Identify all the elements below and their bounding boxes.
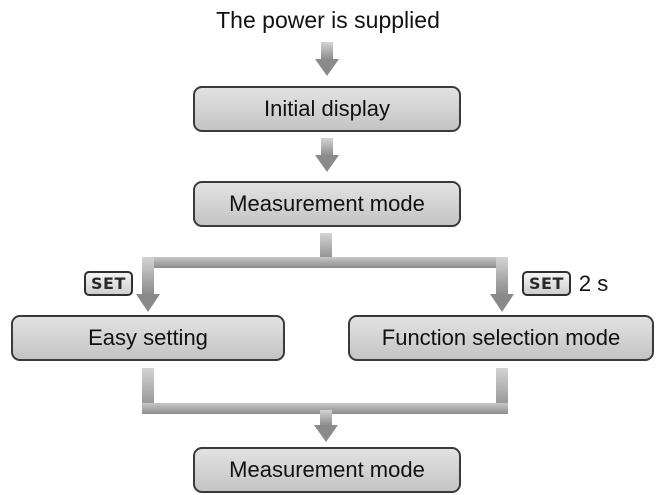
node-label: Initial display [264, 96, 390, 121]
node-label: Easy setting [88, 325, 208, 350]
node-function-selection-mode: Function selection mode [348, 315, 654, 361]
set-key-icon: SET [84, 271, 133, 296]
branch-split-connector [136, 233, 514, 312]
branch-merge-connector [142, 368, 508, 442]
set-key-icon: SET [522, 271, 571, 296]
node-easy-setting: Easy setting [11, 315, 285, 361]
node-label: Function selection mode [381, 325, 621, 350]
arrow-power-to-initial [315, 42, 339, 76]
hold-duration: 2 s [578, 271, 609, 296]
branch-right-key: SET 2 s [522, 271, 608, 296]
node-measurement-mode-bottom: Measurement mode [193, 447, 461, 493]
start-label: The power is supplied [216, 7, 440, 33]
branch-left-key: SET [84, 271, 133, 296]
node-label: Measurement mode [229, 191, 425, 216]
node-measurement-mode-top: Measurement mode [193, 181, 461, 227]
node-initial-display: Initial display [193, 86, 461, 132]
arrow-initial-to-measurement [315, 138, 339, 172]
node-label: Measurement mode [229, 457, 425, 482]
